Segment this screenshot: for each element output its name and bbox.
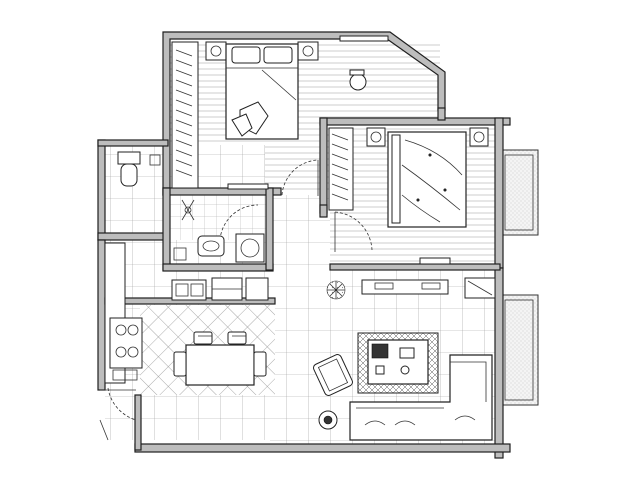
- bedroom-chair: [349, 73, 367, 91]
- bathroom: [117, 151, 259, 241]
- dining-table: [185, 344, 255, 386]
- corridor-floor: [270, 195, 330, 445]
- nightstand-right: [297, 41, 319, 61]
- chair-left: [173, 351, 187, 377]
- second-bedroom: [328, 127, 489, 265]
- wardrobe-second: [328, 127, 354, 211]
- squat-toilet: [197, 235, 225, 257]
- wc: [173, 233, 265, 263]
- walls: [97, 31, 511, 459]
- stove: [109, 317, 143, 369]
- lamp-icon: [318, 410, 338, 430]
- balcony-upper: [499, 149, 539, 236]
- balcony-lower: [499, 294, 539, 406]
- toilet: [120, 163, 138, 187]
- chair-right: [253, 351, 267, 377]
- wardrobe-master: [171, 41, 199, 189]
- chair-top-left: [193, 331, 213, 345]
- toilet-tank: [117, 151, 141, 165]
- kitchen-sink: [171, 279, 207, 301]
- kitchen: [99, 242, 269, 441]
- wash-basin: [235, 233, 265, 263]
- nightstand-second-right: [469, 127, 489, 147]
- chair-top-right: [227, 331, 247, 345]
- nightstand-second-left: [366, 127, 386, 147]
- living-room: [313, 277, 496, 441]
- nightstand-left: [205, 41, 227, 61]
- second-bed: [387, 131, 467, 228]
- master-bedroom: [171, 35, 389, 196]
- tv-cabinet: [361, 279, 449, 295]
- plant-icon: [326, 280, 346, 300]
